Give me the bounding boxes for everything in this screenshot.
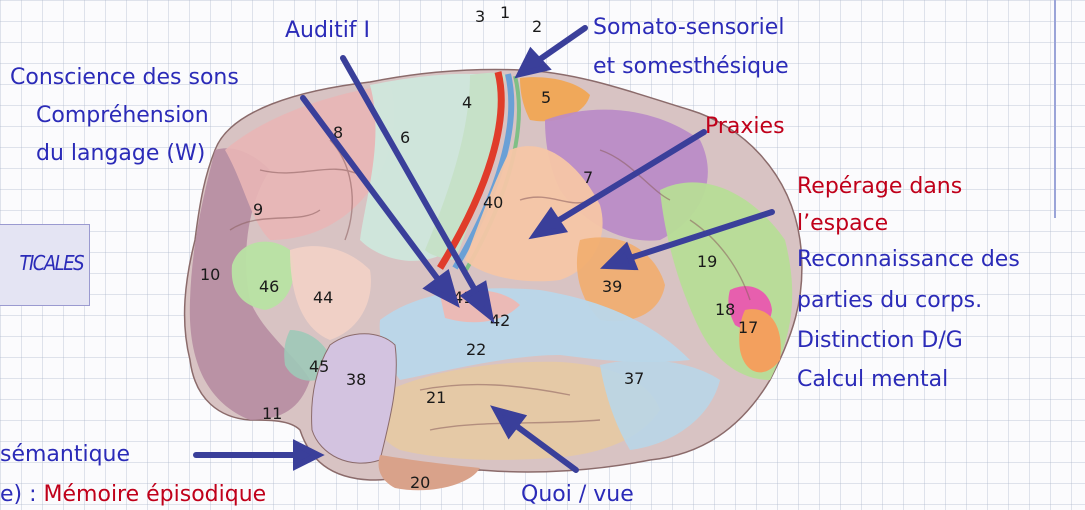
corticales-box: TICALES <box>0 224 90 306</box>
svg-text:39: 39 <box>602 277 622 296</box>
svg-text:10: 10 <box>200 265 220 284</box>
label-auditif: Auditif I <box>285 17 370 44</box>
label-reconnaissance-line1: Reconnaissance des <box>797 246 1020 273</box>
svg-text:20: 20 <box>410 473 430 492</box>
label-conscience-line1: Conscience des sons <box>10 64 239 91</box>
label-conscience-line2: Compréhension <box>36 102 209 129</box>
svg-text:19: 19 <box>697 252 717 271</box>
svg-text:11: 11 <box>262 404 282 423</box>
label-memoire-episodique: Mémoire épisodique <box>44 482 267 507</box>
label-somato-line1: Somato-sensoriel <box>593 14 784 41</box>
svg-text:6: 6 <box>400 128 410 147</box>
svg-text:9: 9 <box>253 200 263 219</box>
label-quoi-vue: Quoi / vue <box>521 481 634 508</box>
svg-text:4: 4 <box>462 93 472 112</box>
svg-text:5: 5 <box>541 88 551 107</box>
label-reperage-line1: Repérage dans <box>797 173 962 200</box>
label-distinction: Distinction D/G <box>797 327 963 354</box>
svg-text:22: 22 <box>466 340 486 359</box>
label-calcul: Calcul mental <box>797 366 948 393</box>
svg-text:1: 1 <box>500 3 510 22</box>
svg-text:2: 2 <box>532 17 542 36</box>
svg-text:18: 18 <box>715 300 735 319</box>
label-memoire-prefix: e) : <box>0 482 44 507</box>
label-memoire: e) : Mémoire épisodique <box>0 481 266 508</box>
svg-text:17: 17 <box>738 318 758 337</box>
svg-text:40: 40 <box>483 193 503 212</box>
svg-text:7: 7 <box>583 168 593 187</box>
svg-text:37: 37 <box>624 369 644 388</box>
label-conscience-line3: du langage (W) <box>36 140 205 167</box>
svg-text:21: 21 <box>426 388 446 407</box>
vertical-divider <box>1054 0 1056 218</box>
label-semantique: sémantique <box>0 441 130 468</box>
label-somato-line2: et somesthésique <box>593 53 789 80</box>
svg-text:46: 46 <box>259 277 279 296</box>
svg-text:38: 38 <box>346 370 366 389</box>
svg-text:3: 3 <box>475 7 485 26</box>
label-praxies: Praxies <box>705 113 785 140</box>
svg-text:44: 44 <box>313 288 333 307</box>
arrow-somato <box>536 28 585 62</box>
svg-text:45: 45 <box>309 357 329 376</box>
corticales-label: TICALES <box>20 251 83 275</box>
label-reperage-line2: l’espace <box>797 210 888 237</box>
label-reconnaissance-line2: parties du corps. <box>797 287 982 314</box>
